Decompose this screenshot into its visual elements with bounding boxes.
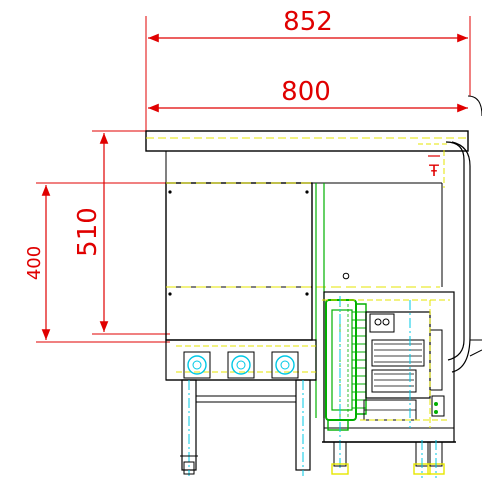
dimension-label-852: 852 xyxy=(283,7,333,37)
cabinet-body xyxy=(165,182,443,341)
drain-pipe xyxy=(443,95,482,373)
right-leg-front xyxy=(331,441,349,475)
dimension-cabinet-height: 510 xyxy=(73,130,170,335)
motor xyxy=(325,299,367,431)
outlet-valves xyxy=(183,351,299,379)
dimension-label-800: 800 xyxy=(281,77,331,107)
outlet-valve xyxy=(227,351,255,379)
pump-unit xyxy=(363,311,445,421)
outlet-valve xyxy=(271,351,299,379)
outlet-valve xyxy=(183,351,211,379)
pump-ribs xyxy=(374,343,422,387)
center-leg xyxy=(295,379,311,476)
worktop xyxy=(145,130,469,183)
flow-symbol-glyph: Ŧ xyxy=(428,161,439,180)
right-leg-rear xyxy=(413,441,445,475)
flow-symbol: Ŧ xyxy=(428,155,440,180)
left-leg xyxy=(180,379,198,476)
dimension-overall-width: 852 xyxy=(145,7,471,132)
dimension-body-width: 800 xyxy=(148,77,468,113)
dimension-tank-height: 400 xyxy=(24,182,170,343)
dimension-label-400: 400 xyxy=(24,246,45,280)
dimension-label-510: 510 xyxy=(73,207,103,257)
motor-fins xyxy=(352,311,366,409)
